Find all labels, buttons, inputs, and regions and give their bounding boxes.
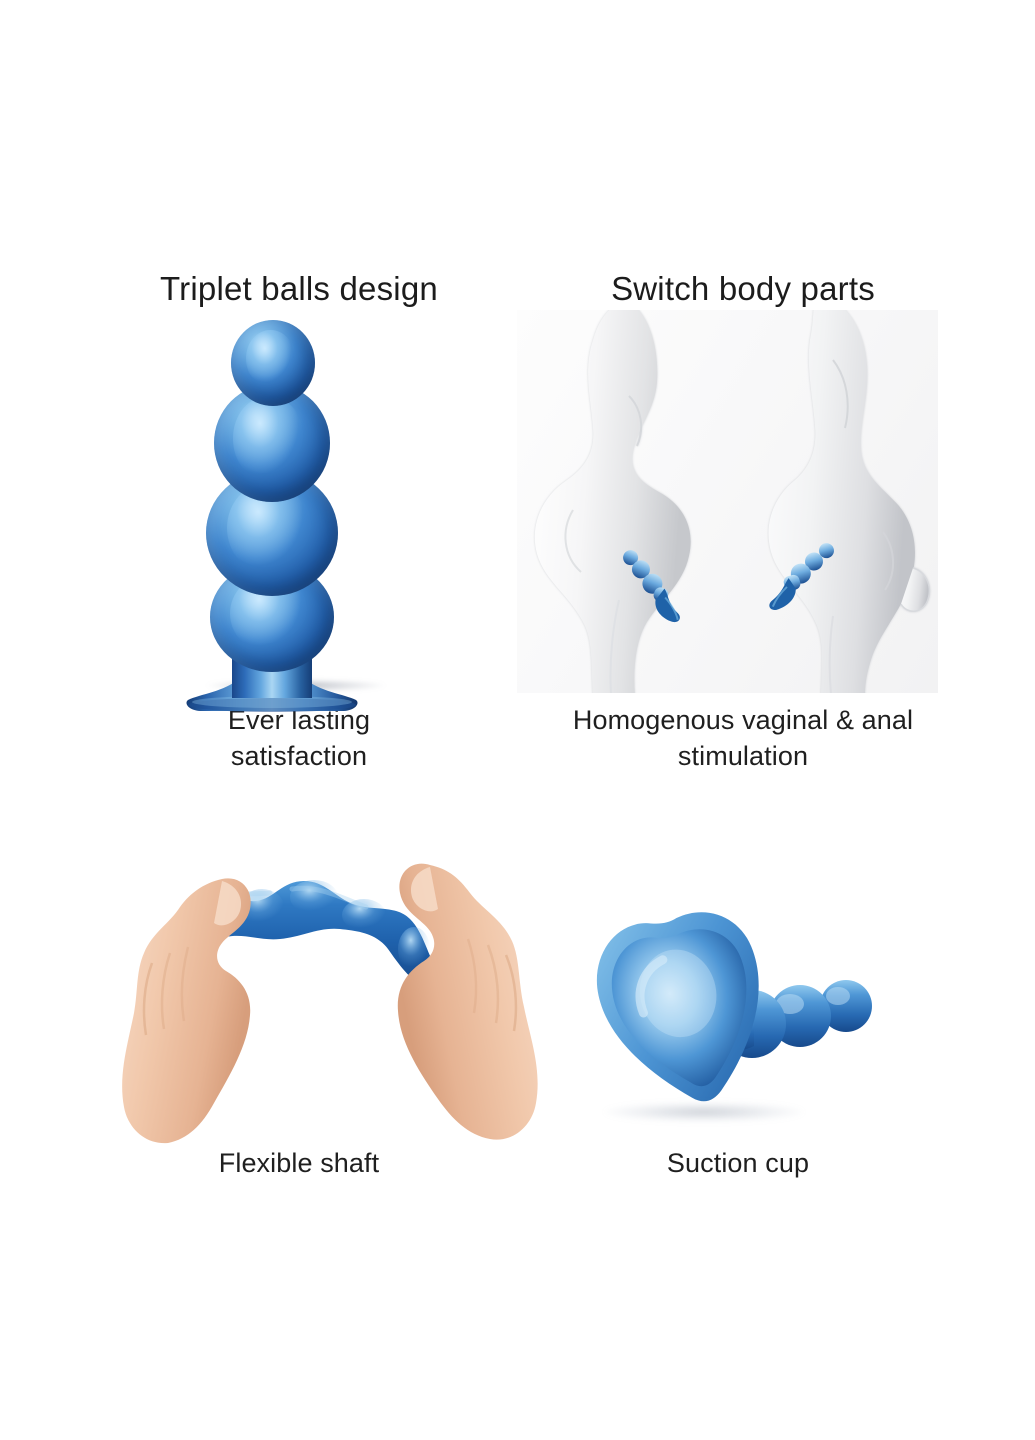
caption-line-1: Homogenous vaginal & anal bbox=[572, 705, 914, 735]
cup-drop-shadow bbox=[604, 1102, 804, 1122]
female-figure-icon bbox=[534, 310, 691, 693]
mini-toy-female-icon bbox=[623, 550, 680, 623]
suction-cup-icon bbox=[596, 912, 872, 1102]
product-image-body-parts-panel bbox=[517, 310, 938, 693]
product-image-standing-toy bbox=[170, 318, 420, 712]
feature-caption-homogenous-stimulation: Homogenous vaginal & anal stimulation bbox=[523, 703, 963, 774]
toy-ball-tip bbox=[231, 320, 315, 406]
feature-heading-switch-body-parts: Switch body parts bbox=[611, 270, 875, 307]
feature-heading-triplet-balls: Triplet balls design bbox=[160, 270, 438, 307]
caption-line-2: satisfaction bbox=[230, 740, 368, 771]
feature-caption-ever-lasting: Ever lasting satisfaction bbox=[99, 703, 499, 774]
feature-caption-suction-cup: Suction cup bbox=[666, 1148, 810, 1178]
male-figure-icon bbox=[768, 310, 931, 693]
toy-ball-tip-highlight bbox=[246, 330, 295, 388]
caption-line-2: stimulation bbox=[677, 740, 809, 771]
left-hand-icon bbox=[122, 878, 251, 1144]
toy-ball-second-highlight bbox=[232, 395, 305, 481]
product-image-flexible-shaft bbox=[118, 845, 538, 1145]
mini-toy-male-icon bbox=[769, 543, 834, 610]
right-hand-icon bbox=[397, 863, 538, 1140]
product-image-suction-cup bbox=[578, 898, 898, 1128]
feature-caption-flexible-shaft: Flexible shaft bbox=[218, 1148, 380, 1178]
